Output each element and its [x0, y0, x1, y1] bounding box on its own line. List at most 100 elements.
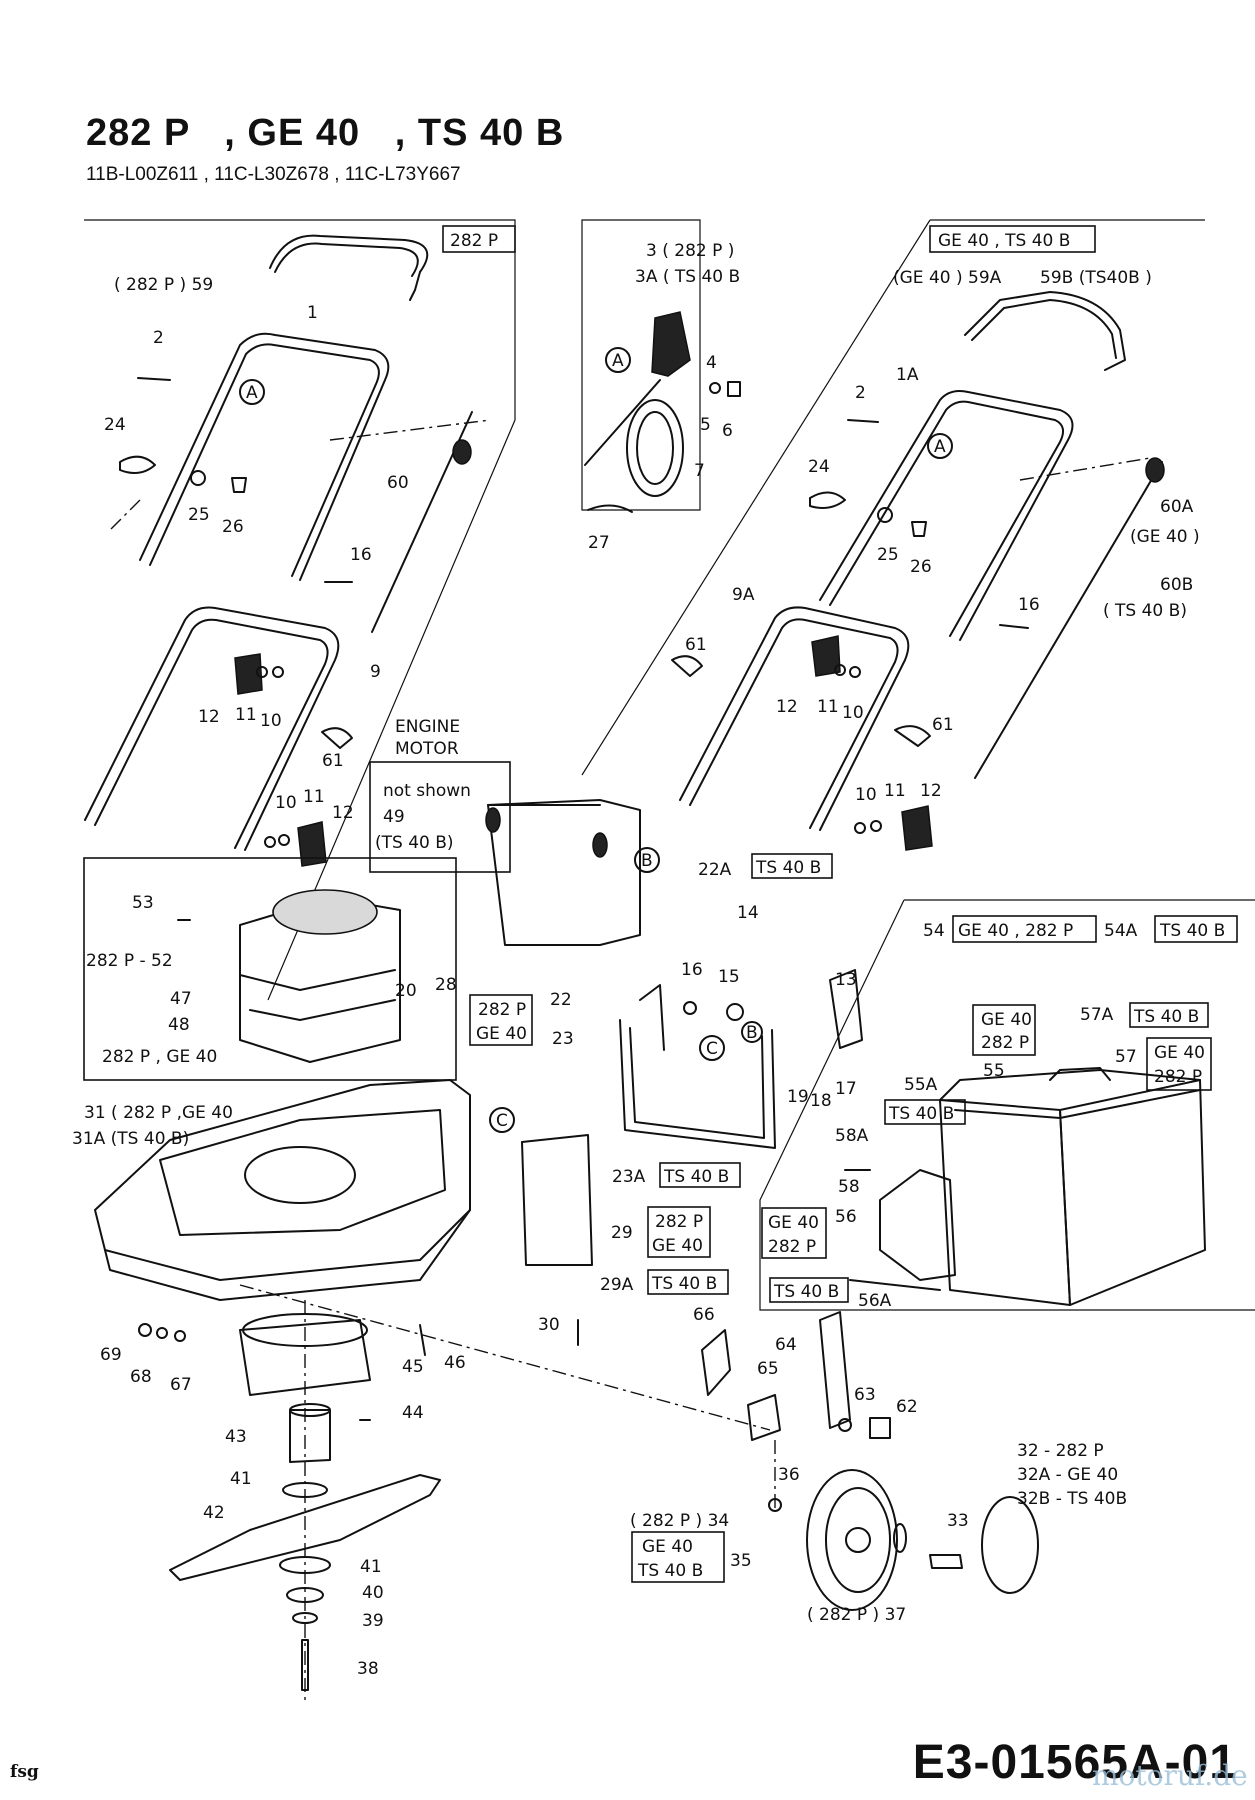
svg-text:3A ( TS 40 B: 3A ( TS 40 B	[635, 267, 740, 287]
svg-text:C: C	[706, 1039, 718, 1059]
svg-text:A: A	[246, 383, 258, 403]
handle-group-282p: 282 P A	[84, 225, 516, 867]
svg-text:GE 40: GE 40	[642, 1537, 693, 1557]
svg-text:58: 58	[838, 1177, 860, 1197]
svg-text:C: C	[496, 1111, 508, 1131]
svg-text:27: 27	[588, 533, 610, 553]
box-ge40-ts40b-label: GE 40 , TS 40 B	[938, 231, 1070, 251]
svg-text:1: 1	[307, 303, 318, 323]
page-title: 282 P , GE 40 , TS 40 B	[86, 112, 565, 154]
svg-text:10: 10	[842, 703, 864, 723]
box-54-label: GE 40 , 282 P	[958, 921, 1073, 941]
svg-text:B: B	[641, 851, 653, 871]
cable-clip-61	[321, 727, 353, 749]
model-numbers: 11B-L00Z611 , 11C-L30Z678 , 11C-L73Y667	[86, 164, 461, 185]
washer-11-upper	[256, 666, 268, 678]
svg-text:GE 40: GE 40	[476, 1024, 527, 1044]
knob-12-upper	[234, 653, 263, 695]
footer-left-mark: fsg	[10, 1762, 39, 1782]
svg-text:22: 22	[550, 990, 572, 1010]
box-54a-label: TS 40 B	[1159, 921, 1225, 941]
svg-text:17: 17	[835, 1079, 857, 1099]
svg-text:11: 11	[817, 697, 839, 717]
plate-65	[747, 1394, 781, 1441]
svg-text:36: 36	[778, 1465, 800, 1485]
plate-66	[701, 1329, 731, 1396]
svg-text:TS 40 B: TS 40 B	[663, 1167, 729, 1187]
svg-text:55A: 55A	[904, 1075, 938, 1095]
svg-text:32 - 282 P: 32 - 282 P	[1017, 1441, 1104, 1461]
svg-text:16: 16	[681, 960, 703, 980]
ref-c-circle-deck	[489, 1107, 515, 1133]
engine-group: 282 P , GE 40	[83, 857, 457, 1081]
svg-text:63: 63	[854, 1385, 876, 1405]
svg-text:282 P: 282 P	[981, 1033, 1029, 1053]
svg-text:60B: 60B	[1160, 575, 1193, 595]
svg-text:TS 40 B: TS 40 B	[888, 1104, 954, 1124]
svg-text:26: 26	[222, 517, 244, 537]
svg-text:69: 69	[100, 1345, 122, 1365]
flap-22	[487, 799, 641, 946]
svg-text:MOTOR: MOTOR	[395, 739, 459, 759]
svg-text:1A: 1A	[896, 365, 919, 385]
document-number: E3-01565A-01	[912, 1736, 1237, 1789]
nut-69	[138, 1323, 152, 1337]
svg-text:57A: 57A	[1080, 1005, 1114, 1025]
svg-text:57: 57	[1115, 1047, 1137, 1067]
lower-handle-9	[84, 606, 340, 851]
svg-text:41: 41	[360, 1557, 382, 1577]
engine-model-label: 282 P , GE 40	[102, 1047, 217, 1067]
svg-text:54: 54	[923, 921, 945, 941]
svg-text:25: 25	[877, 545, 899, 565]
svg-text:54A: 54A	[1104, 921, 1138, 941]
washer-5	[709, 382, 721, 394]
knob-12-lower	[297, 821, 327, 867]
svg-text:30: 30	[538, 1315, 560, 1335]
svg-text:( TS 40 B): ( TS 40 B)	[1103, 601, 1187, 621]
washer-10-lower	[264, 836, 276, 848]
cable-clip-61-right-lower	[894, 725, 931, 747]
svg-text:9: 9	[370, 662, 381, 682]
svg-text:ENGINE: ENGINE	[395, 717, 460, 737]
svg-text:15: 15	[718, 967, 740, 987]
svg-text:24: 24	[808, 457, 830, 477]
svg-text:B: B	[746, 1023, 758, 1043]
svg-text:282 P - 52: 282 P - 52	[86, 951, 173, 971]
svg-text:282 P: 282 P	[1154, 1067, 1202, 1087]
svg-text:55: 55	[983, 1061, 1005, 1081]
svg-text:23: 23	[552, 1029, 574, 1049]
label-59: ( 282 P ) 59	[114, 275, 213, 295]
svg-text:47: 47	[170, 989, 192, 1009]
starter-handle-3	[651, 311, 691, 377]
svg-text:59B (TS40B ): 59B (TS40B )	[1040, 268, 1152, 288]
label-boxes: TS 40 B 282 P GE 40 TS 40 B 282 P GE 40 …	[469, 853, 833, 1583]
frame-23	[619, 1019, 776, 1149]
svg-text:12: 12	[920, 781, 942, 801]
svg-text:GE 40: GE 40	[1154, 1043, 1205, 1063]
grass-catcher-group: 54 GE 40 , 282 P 54A TS 40 B GE 40 282 P…	[759, 899, 1255, 1311]
knob-12-right-lower	[901, 805, 933, 851]
svg-text:14: 14	[737, 903, 759, 923]
svg-text:32B - TS 40B: 32B - TS 40B	[1017, 1489, 1127, 1509]
svg-text:GE 40: GE 40	[768, 1213, 819, 1233]
svg-text:16: 16	[1018, 595, 1040, 615]
svg-text:TS 40 B: TS 40 B	[1133, 1007, 1199, 1027]
svg-text:18: 18	[810, 1091, 832, 1111]
svg-text:TS 40 B: TS 40 B	[755, 858, 821, 878]
svg-text:29: 29	[611, 1223, 633, 1243]
ref-a-circle-right	[927, 433, 953, 459]
upper-handle-1	[139, 332, 390, 581]
svg-text:45: 45	[402, 1357, 424, 1377]
washer-39	[292, 1612, 318, 1624]
svg-text:10: 10	[260, 711, 282, 731]
part-labels: ( 282 P ) 59 1 2 24 25 26 60 16 9 12 11 …	[72, 241, 1200, 1679]
svg-text:12: 12	[332, 803, 354, 823]
svg-text:11: 11	[235, 705, 257, 725]
svg-text:31A (TS 40 B): 31A (TS 40 B)	[72, 1129, 189, 1149]
watermark: motoruf.de	[1092, 1759, 1248, 1792]
svg-text:20: 20	[395, 981, 417, 1001]
svg-text:9A: 9A	[732, 585, 755, 605]
rope-coil-7	[626, 399, 684, 497]
washer-11-lower	[278, 834, 290, 846]
